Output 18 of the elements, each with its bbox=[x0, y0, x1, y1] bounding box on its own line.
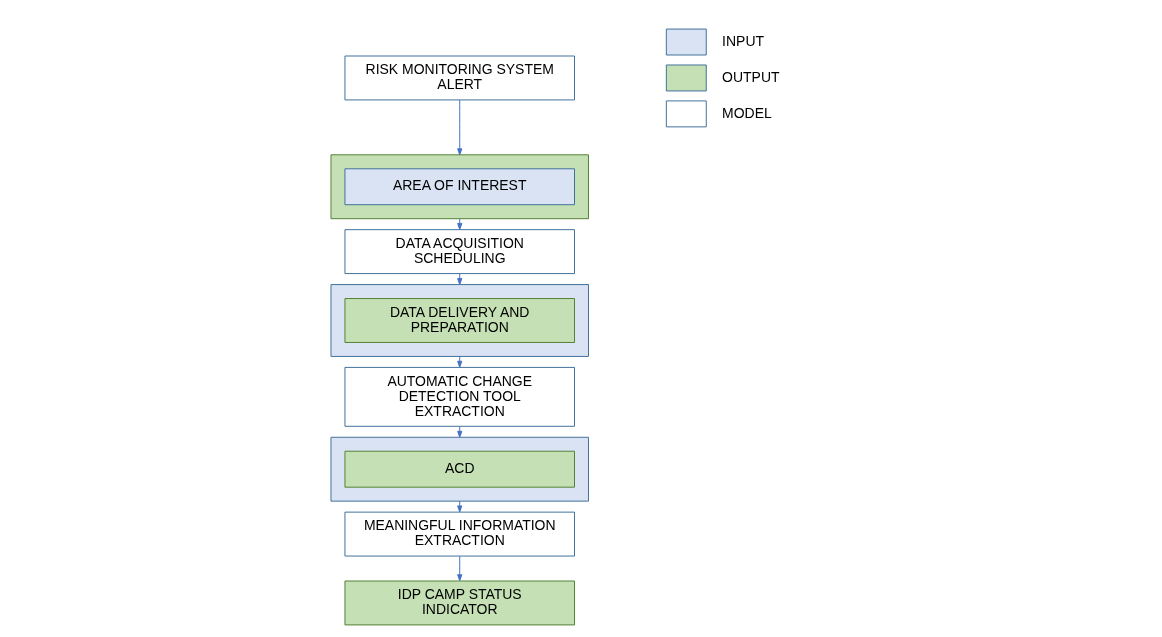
cluster bbox=[330, 154, 589, 220]
legend-label: MODEL bbox=[721, 104, 772, 121]
node-box: DATA ACQUISITION SCHEDULING bbox=[343, 229, 575, 275]
node-box: ACD bbox=[343, 450, 575, 488]
node-box: AUTOMATIC CHANGE DETECTION TOOL EXTRACTION bbox=[343, 366, 575, 427]
node-box: IDP CAMP STATUS INDICATOR bbox=[343, 580, 575, 626]
arrow bbox=[456, 355, 462, 368]
node-box: DATA DELIVERY AND PREPARATION bbox=[343, 298, 575, 343]
cluster bbox=[330, 436, 589, 502]
arrow bbox=[456, 425, 462, 438]
arrow bbox=[456, 99, 462, 156]
arrow bbox=[456, 555, 462, 582]
node-box: AREA OF INTEREST bbox=[343, 168, 575, 206]
node-box: MEANINGFUL INFORMATION EXTRACTION bbox=[343, 511, 575, 557]
cluster bbox=[330, 284, 589, 357]
node-box: RISK MONITORING SYSTEM ALERT bbox=[343, 55, 575, 101]
legend-label: OUTPUT bbox=[721, 68, 780, 85]
legend-label: INPUT bbox=[721, 32, 764, 49]
